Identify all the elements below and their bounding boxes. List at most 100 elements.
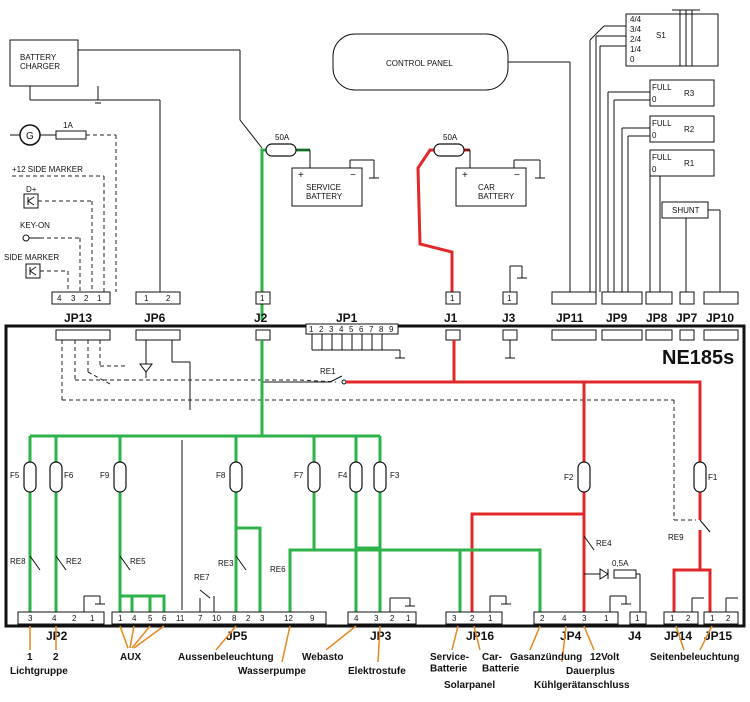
svg-text:5: 5 [148, 614, 153, 623]
svg-text:F9: F9 [100, 471, 110, 480]
jp1-internal [311, 334, 405, 359]
tank-sensor-r3: FULL 0 R3 [607, 79, 715, 292]
label-gasanzuendung: Gasanzündung [510, 652, 582, 663]
svg-text:0: 0 [630, 55, 635, 64]
generator-label: G [26, 131, 34, 142]
svg-text:0: 0 [652, 95, 657, 104]
jp13-internal [61, 340, 696, 610]
svg-text:F3: F3 [390, 471, 400, 480]
svg-text:4: 4 [52, 614, 57, 623]
svg-text:RE6: RE6 [270, 565, 286, 574]
label-solarpanel: Solarpanel [444, 680, 495, 691]
top-connector-labels: JP13 JP6 J2 JP1 J1 J3 JP11 JP9 JP8 JP7 J… [64, 311, 734, 325]
svg-text:R2: R2 [684, 125, 695, 134]
svg-text:1: 1 [309, 325, 314, 334]
jp14-label: JP14 [664, 629, 692, 643]
control-panel-label: CONTROL PANEL [386, 59, 453, 68]
svg-text:3: 3 [374, 614, 379, 623]
svg-text:3: 3 [329, 325, 334, 334]
j4-label: J4 [628, 629, 642, 643]
bottom-grounds [83, 595, 738, 612]
svg-text:0: 0 [652, 165, 657, 174]
relays: RE8 RE2 RE5 RE3 RE6 RE7 RE4 RE9 [10, 519, 711, 612]
svg-text:2: 2 [319, 325, 324, 334]
svg-text:1: 1 [450, 294, 455, 303]
switch-s1-label: S1 [656, 31, 666, 40]
svg-text:2/4: 2/4 [630, 35, 642, 44]
label-webasto: Webasto [302, 652, 344, 663]
board-name: NE185s [662, 347, 734, 369]
jp7-label: JP7 [676, 311, 698, 325]
svg-text:4: 4 [354, 614, 359, 623]
generator-group: G 1A +12 SIDE MARKER D+ KEY-ON SIDE MARK… [4, 121, 117, 292]
svg-text:2: 2 [470, 614, 475, 623]
bottom-connector-labels: JP2 JP5 JP3 JP16 JP4 J4 JP14 JP15 [46, 629, 732, 643]
shunt-label: SHUNT [672, 206, 700, 215]
jp15-label: JP15 [704, 629, 732, 643]
relay-re1: RE1 [262, 367, 347, 385]
svg-text:0: 0 [652, 131, 657, 140]
svg-text:RE7: RE7 [194, 573, 210, 582]
j3-ground [509, 265, 527, 292]
d-plus-label: D+ [26, 185, 37, 194]
svg-text:2: 2 [53, 652, 59, 663]
svg-text:2: 2 [726, 614, 731, 623]
side-marker-12-label: +12 SIDE MARKER [12, 165, 83, 174]
svg-text:FULL: FULL [652, 83, 672, 92]
svg-text:10: 10 [212, 614, 221, 623]
relay-re1-label: RE1 [320, 367, 336, 376]
label-dauerplus: Dauerplus [566, 666, 615, 677]
j3-label: J3 [502, 311, 516, 325]
jp10-label: JP10 [706, 311, 734, 325]
level-switch-s1: 4/4 3/4 2/4 1/4 0 S1 [589, 9, 719, 292]
fuse-05a: 0,5A [584, 559, 641, 612]
svg-text:RE9: RE9 [668, 533, 684, 542]
label-wasserpumpe: Wasserpumpe [238, 666, 306, 677]
svg-text:4/4: 4/4 [630, 15, 642, 24]
key-on-label: KEY-ON [20, 221, 50, 230]
jp4-label: JP4 [560, 629, 582, 643]
svg-text:5: 5 [349, 325, 354, 334]
svg-text:7: 7 [198, 614, 203, 623]
svg-text:1: 1 [118, 614, 123, 623]
board-top-sockets: 1 2 3 4 5 6 7 8 9 [55, 323, 739, 341]
svg-text:FULL: FULL [652, 119, 672, 128]
svg-text:RE4: RE4 [596, 539, 612, 548]
jp3-label: JP3 [370, 629, 392, 643]
svg-text:2: 2 [390, 614, 395, 623]
svg-text:2: 2 [540, 614, 545, 623]
svg-text:F7: F7 [294, 471, 304, 480]
jp1-label: JP1 [336, 311, 358, 325]
svg-text:1: 1 [144, 294, 149, 303]
fuse-50a-service-label: 50A [275, 133, 290, 142]
svg-text:9: 9 [310, 614, 315, 623]
svg-text:1: 1 [488, 614, 493, 623]
annotation-texts: 1 2 Lichtgruppe AUX Aussenbeleuchtung Wa… [10, 652, 739, 691]
svg-text:1: 1 [710, 614, 715, 623]
label-service-batterie: Service-Batterie [430, 652, 469, 675]
svg-text:1: 1 [604, 614, 609, 623]
svg-text:RE2: RE2 [66, 557, 82, 566]
red-wire-jp16 [470, 512, 584, 612]
svg-text:1: 1 [507, 294, 512, 303]
svg-text:4: 4 [562, 614, 567, 623]
label-12volt: 12Volt [590, 652, 620, 663]
svg-text:RE5: RE5 [130, 557, 146, 566]
label-aux: AUX [120, 652, 141, 663]
svg-text:1: 1 [406, 614, 411, 623]
fuses: F5 F6 F9 F8 F7 F4 F3 F2 F1 [10, 461, 718, 493]
label-aussenbeleuchtung: Aussenbeleuchtung [178, 652, 274, 663]
tank-sensor-r1: FULL 0 R1 [649, 149, 715, 292]
svg-text:2: 2 [686, 614, 691, 623]
label-seitenbeleuchtung: Seitenbeleuchtung [650, 652, 739, 663]
svg-text:FULL: FULL [652, 153, 672, 162]
svg-text:RE3: RE3 [218, 559, 234, 568]
svg-text:1: 1 [97, 294, 102, 303]
svg-text:4: 4 [57, 294, 62, 303]
svg-text:1: 1 [635, 614, 640, 623]
svg-text:7: 7 [369, 325, 374, 334]
svg-text:F2: F2 [564, 473, 574, 482]
